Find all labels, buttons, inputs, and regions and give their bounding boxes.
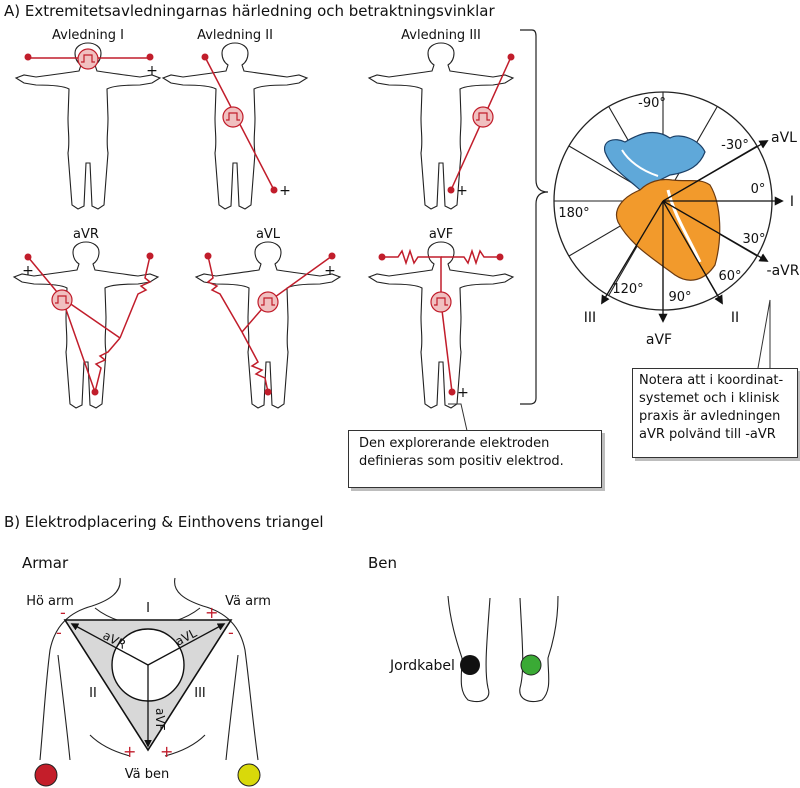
section-b-title: B) Elektrodplacering & Einthovens triang…	[4, 513, 324, 531]
lead-iii-side-label: III	[194, 686, 206, 701]
lead-ii-side-label: II	[89, 686, 97, 701]
ground-electrode	[460, 655, 480, 675]
einthoven-triangle: aVR aVL aVF	[63, 619, 233, 752]
svg-text:I: I	[790, 194, 794, 210]
callout-line: praxis är avledningen	[639, 409, 781, 424]
electrode-callout: Den explorerande elektroden definieras s…	[348, 430, 602, 488]
voltmeter-icon	[430, 291, 452, 313]
svg-text:-: -	[56, 623, 62, 642]
figure-avf: aVF +	[368, 227, 514, 409]
left-leg-label: Vä ben	[125, 767, 169, 782]
left-arm-label: Vä arm	[225, 594, 271, 609]
voltmeter-icon	[51, 289, 73, 311]
electrode-dot	[24, 53, 32, 61]
avf-vector-label: aVF	[153, 708, 167, 731]
svg-text:aVF: aVF	[646, 332, 672, 348]
callout-line: systemet och i klinisk	[639, 391, 780, 406]
svg-text:+: +	[123, 742, 136, 761]
callout-line: Den explorerande elektroden	[359, 436, 550, 451]
polarity-signs: - - + - + +	[56, 603, 234, 761]
svg-text:-90°: -90°	[638, 96, 666, 111]
section-a-title: A) Extremitetsavledningarnas härledning …	[4, 2, 495, 20]
lead-i-side-label: I	[146, 601, 150, 616]
voltmeter-icon	[472, 106, 494, 128]
svg-text:+: +	[205, 603, 218, 622]
legs-outline	[447, 595, 559, 703]
plus-sign: +	[22, 263, 34, 279]
torso-outline	[39, 577, 259, 761]
figure-lead-ii: Avledning II +	[162, 28, 308, 210]
right-leg-electrode	[520, 654, 542, 676]
svg-text:30°: 30°	[742, 232, 765, 247]
voltmeter-icon	[222, 106, 244, 128]
figure-avr: aVR +	[13, 227, 159, 409]
callout-line: definieras som positiv elektrod.	[359, 454, 564, 469]
avr-label: aVR	[73, 227, 99, 242]
lead-iii-label: Avledning III	[401, 28, 481, 43]
svg-text:60°: 60°	[718, 269, 741, 284]
plus-sign: +	[146, 63, 158, 79]
plus-sign: +	[324, 263, 336, 279]
voltmeter-icon	[77, 48, 99, 70]
figure-avl: aVL +	[195, 227, 341, 409]
figure-lead-iii: Avledning III +	[368, 28, 515, 210]
hexaxial-diagram: -90° -30° 0° 30° 60° 90° 120° 180° aVL I…	[553, 91, 800, 348]
svg-text:180°: 180°	[558, 206, 589, 221]
legs-heading: Ben	[368, 554, 397, 572]
electrode-dot	[201, 53, 209, 61]
avr-note-callout: Notera att i koordinat- systemet och i k…	[632, 368, 798, 458]
svg-text:120°: 120°	[612, 282, 643, 297]
heart-atria	[603, 131, 706, 191]
arms-heading: Armar	[22, 554, 69, 572]
svg-text:aVL: aVL	[771, 130, 797, 146]
svg-text:II: II	[731, 310, 739, 326]
electrode-dot	[270, 186, 278, 194]
figure-lead-i: Avledning I +	[15, 28, 161, 210]
lead-i-label: Avledning I	[52, 28, 124, 43]
electrode-dot	[507, 53, 515, 61]
ground-label: Jordkabel	[389, 658, 455, 674]
svg-text:0°: 0°	[751, 182, 766, 197]
lead-ii-label: Avledning II	[197, 28, 273, 43]
svg-text:-: -	[60, 603, 66, 622]
callout-line: Notera att i koordinat-	[639, 373, 784, 388]
svg-text:III: III	[584, 310, 596, 326]
electrode-dot	[447, 186, 455, 194]
svg-text:-aVR: -aVR	[767, 263, 800, 279]
avf-label: aVF	[429, 227, 453, 242]
plus-sign: +	[457, 385, 469, 401]
brace	[520, 29, 549, 405]
svg-text:-: -	[228, 623, 234, 642]
right-arm-label: Hö arm	[26, 594, 74, 609]
voltmeter-icon	[257, 291, 279, 313]
plus-sign: +	[279, 183, 291, 199]
left-arm-electrode	[237, 763, 261, 787]
callout-line: aVR polvänd till -aVR	[639, 427, 776, 442]
avl-label: aVL	[256, 227, 281, 242]
svg-text:90°: 90°	[668, 290, 691, 305]
electrode-dot	[146, 53, 154, 61]
svg-text:-30°: -30°	[721, 138, 749, 153]
plus-sign: +	[456, 183, 468, 199]
right-arm-electrode	[34, 763, 58, 787]
svg-text:+: +	[160, 742, 173, 761]
